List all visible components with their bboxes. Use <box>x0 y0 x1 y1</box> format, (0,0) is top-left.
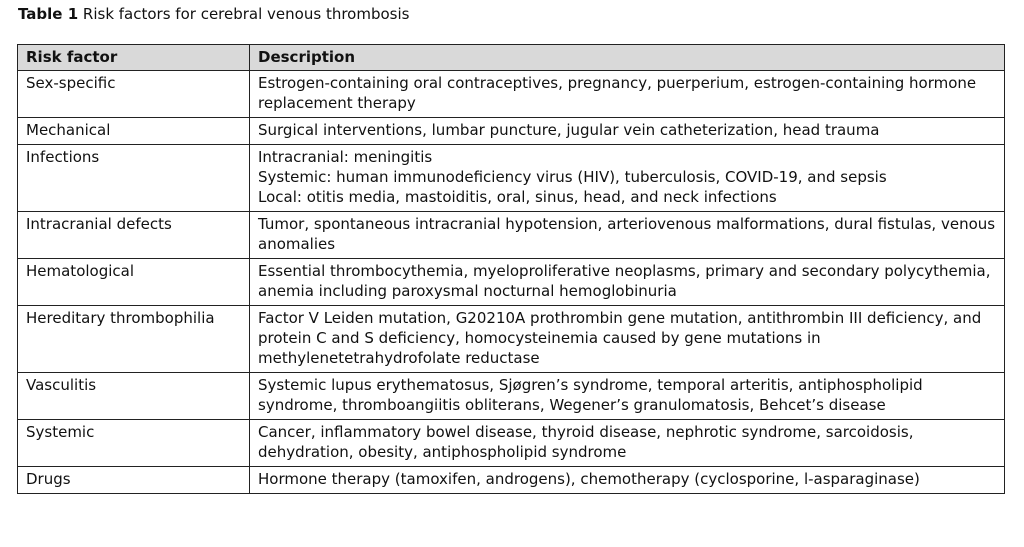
description-line: Systemic lupus erythematosus, Sjøgren’s … <box>258 376 923 414</box>
description-cell: Systemic lupus erythematosus, Sjøgren’s … <box>249 372 1005 420</box>
table-row: Hereditary thrombophilia Factor V Leiden… <box>17 305 1005 373</box>
table-header-row: Risk factor Description <box>17 44 1005 71</box>
description-line: Intracranial: meningitis <box>258 148 433 166</box>
risk-factor-cell: Systemic <box>17 419 250 467</box>
description-cell: Surgical interventions, lumbar puncture,… <box>249 117 1005 145</box>
risk-factor-cell: Hematological <box>17 258 250 306</box>
table-row: Systemic Cancer, inflammatory bowel dise… <box>17 419 1005 467</box>
description-line: Local: otitis media, mastoiditis, oral, … <box>258 188 777 206</box>
description-cell: Cancer, inflammatory bowel disease, thyr… <box>249 419 1005 467</box>
table-row: Drugs Hormone therapy (tamoxifen, androg… <box>17 466 1005 494</box>
description-line: Hormone therapy (tamoxifen, androgens), … <box>258 470 920 488</box>
description-cell: Hormone therapy (tamoxifen, androgens), … <box>249 466 1005 494</box>
risk-factor-cell: Intracranial defects <box>17 211 250 259</box>
column-header-description: Description <box>249 44 1005 71</box>
description-line: Systemic: human immunodeficiency virus (… <box>258 168 887 186</box>
table-row: Vasculitis Systemic lupus erythematosus,… <box>17 372 1005 420</box>
risk-factor-table: Risk factor Description Sex-specific Est… <box>17 44 1005 494</box>
description-cell: Intracranial: meningitis Systemic: human… <box>249 144 1005 212</box>
risk-factor-cell: Vasculitis <box>17 372 250 420</box>
description-line: Factor V Leiden mutation, G20210A prothr… <box>258 309 982 367</box>
risk-factor-cell: Hereditary thrombophilia <box>17 305 250 373</box>
table-caption-label: Table 1 <box>18 5 79 23</box>
risk-factor-cell: Mechanical <box>17 117 250 145</box>
description-line: Essential thrombocythemia, myeloprolifer… <box>258 262 991 300</box>
description-cell: Essential thrombocythemia, myeloprolifer… <box>249 258 1005 306</box>
risk-factor-cell: Infections <box>17 144 250 212</box>
column-header-risk-factor: Risk factor <box>17 44 250 71</box>
description-line: Estrogen-containing oral contraceptives,… <box>258 74 977 112</box>
risk-factor-cell: Sex-specific <box>17 70 250 118</box>
table-body: Sex-specific Estrogen-containing oral co… <box>17 70 1005 494</box>
description-line: Surgical interventions, lumbar puncture,… <box>258 121 880 139</box>
description-line: Cancer, inflammatory bowel disease, thyr… <box>258 423 914 461</box>
table-row: Intracranial defects Tumor, spontaneous … <box>17 211 1005 259</box>
risk-factor-cell: Drugs <box>17 466 250 494</box>
description-line: Tumor, spontaneous intracranial hypotens… <box>258 215 996 253</box>
table-caption: Table 1 Risk factors for cerebral venous… <box>18 4 409 24</box>
table-caption-text: Risk factors for cerebral venous thrombo… <box>82 5 410 23</box>
table-row: Hematological Essential thrombocythemia,… <box>17 258 1005 306</box>
table-row: Mechanical Surgical interventions, lumba… <box>17 117 1005 145</box>
description-cell: Factor V Leiden mutation, G20210A prothr… <box>249 305 1005 373</box>
table-row: Infections Intracranial: meningitis Syst… <box>17 144 1005 212</box>
table-row: Sex-specific Estrogen-containing oral co… <box>17 70 1005 118</box>
description-cell: Estrogen-containing oral contraceptives,… <box>249 70 1005 118</box>
description-cell: Tumor, spontaneous intracranial hypotens… <box>249 211 1005 259</box>
